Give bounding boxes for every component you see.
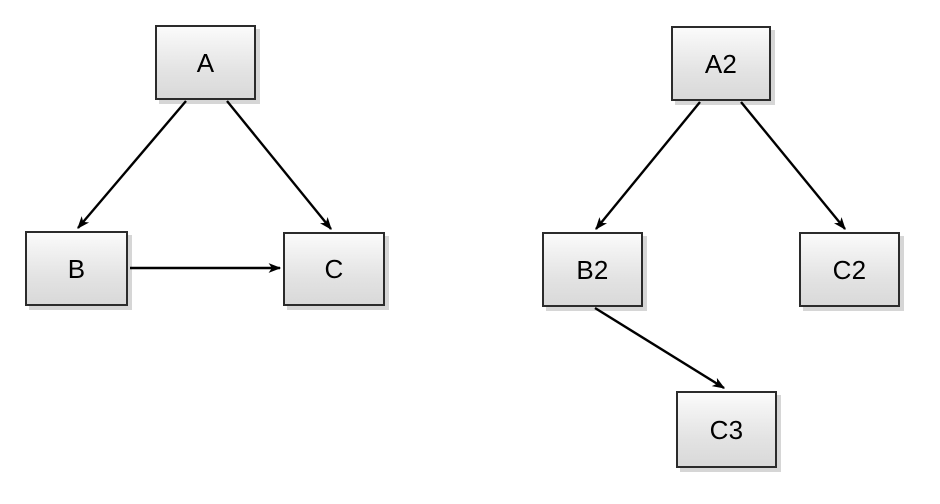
edge-a2-c2[interactable] [740, 101, 846, 230]
node-label: C [324, 254, 344, 284]
node-label: B2 [576, 254, 609, 285]
edge-b2-c3[interactable] [594, 306, 726, 390]
node-label: A2 [704, 48, 738, 79]
node-label: C2 [832, 254, 867, 285]
node-label: B [67, 253, 86, 284]
node-a2[interactable]: A2 [671, 26, 771, 101]
edge-group [77, 100, 846, 390]
edge-a-c[interactable] [226, 100, 332, 230]
node-c3[interactable]: C3 [676, 391, 777, 468]
node-label: C3 [709, 414, 744, 445]
edge-a2-b2[interactable] [595, 101, 701, 230]
edge-a-b[interactable] [77, 100, 187, 229]
node-b2[interactable]: B2 [542, 232, 643, 307]
node-b[interactable]: B [25, 231, 128, 306]
node-label: A [196, 47, 215, 78]
node-c[interactable]: C [283, 232, 385, 306]
node-a[interactable]: A [155, 25, 256, 100]
node-c2[interactable]: C2 [799, 232, 900, 307]
